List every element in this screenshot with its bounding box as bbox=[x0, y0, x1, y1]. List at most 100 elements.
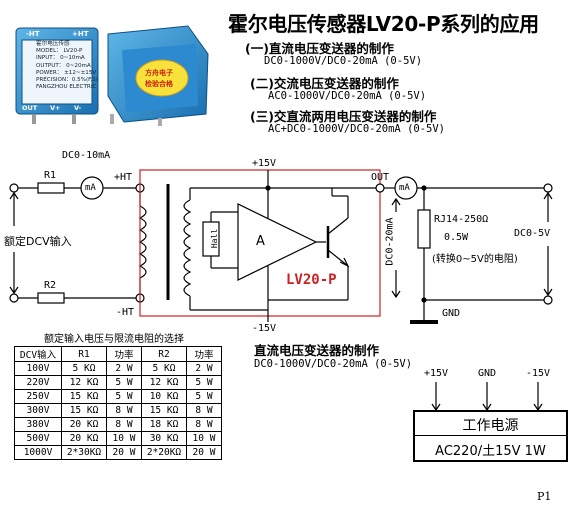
minus15-label: -15V bbox=[252, 323, 277, 334]
transmitter-heading: 直流电压变送器的制作 bbox=[254, 343, 380, 358]
resistor-r1 bbox=[37, 182, 65, 194]
ma-in-label: mA bbox=[85, 183, 96, 193]
section-2-spec: AC0-1000V/DC0-20mA (0-5V) bbox=[268, 90, 427, 102]
cell: 30 KΩ bbox=[141, 431, 187, 446]
cell: 8 W bbox=[186, 417, 222, 432]
cell: 12 KΩ bbox=[61, 375, 107, 390]
cell: 5 W bbox=[186, 389, 222, 404]
rj-label-3: (转换0~5V的电阻) bbox=[432, 254, 518, 265]
nameplate-line: OUTPUT： 0~20mA bbox=[36, 62, 91, 69]
plus-ht-label: +HT bbox=[114, 172, 133, 183]
product-top-left: -HT bbox=[26, 30, 40, 38]
cell: 20 W bbox=[186, 445, 222, 460]
cell: 15 KΩ bbox=[61, 403, 107, 418]
col-header: R2 bbox=[141, 346, 187, 362]
gnd-label: GND bbox=[442, 308, 461, 319]
section-3-spec: AC+DC0-1000V/DC0-20mA (0-5V) bbox=[268, 123, 446, 135]
seal-line-1: 方舟电子 bbox=[145, 69, 173, 77]
r1-label: R1 bbox=[44, 170, 57, 181]
cell: 8 W bbox=[186, 403, 222, 418]
out-label: OUT bbox=[371, 172, 390, 183]
nameplate-line: POWER： ±12~±15V bbox=[36, 69, 97, 76]
page-number: P1 bbox=[537, 490, 552, 503]
ma-out-label: mA bbox=[399, 183, 410, 193]
cell: 5 KΩ bbox=[61, 361, 107, 376]
resistor-r2 bbox=[37, 292, 65, 304]
terminal-in-bottom bbox=[9, 293, 19, 303]
seal-line-2: 检验合格 bbox=[145, 80, 173, 88]
cell: 380V bbox=[14, 417, 62, 432]
nameplate-line: 霍尔电压传感 bbox=[36, 41, 70, 47]
cell: 500V bbox=[14, 431, 62, 446]
rj-label-1: RJ14-250Ω bbox=[434, 214, 489, 225]
cell: 18 KΩ bbox=[141, 417, 187, 432]
product-bottom-out: OUT bbox=[22, 104, 38, 112]
nameplate-line: MODEL： LV20-P bbox=[36, 48, 83, 55]
power-supply-box: 工作电源 AC220/土15V 1W bbox=[413, 410, 568, 462]
cell: 8 W bbox=[106, 403, 142, 418]
rated-input-label: 额定DCV输入 bbox=[4, 235, 72, 248]
cell: 12 KΩ bbox=[141, 375, 187, 390]
col-header: 功率 bbox=[106, 346, 142, 362]
cell: 300V bbox=[14, 403, 62, 418]
section-1-spec: DC0-1000V/DC0-20mA (0-5V) bbox=[264, 55, 423, 67]
cell: 220V bbox=[14, 375, 62, 390]
cell: 2*30KΩ bbox=[61, 445, 107, 460]
product-bottom-vminus: V- bbox=[74, 104, 82, 112]
product-photo: -HT +HT 霍尔电压传感 MODEL： LV20-P INPUT： 0~10… bbox=[12, 14, 212, 126]
nameplate-line: FANGZHOU ELECTRIC bbox=[36, 84, 97, 91]
section-3-heading: (三)交直流两用电压变送器的制作 bbox=[250, 109, 437, 124]
product-nameplate: 霍尔电压传感 MODEL： LV20-P INPUT： 0~10mA OUTPU… bbox=[36, 41, 98, 91]
terminal-out bbox=[375, 183, 385, 193]
cell: 2*20KΩ bbox=[141, 445, 187, 460]
psu-plus15: +15V bbox=[424, 368, 449, 379]
nameplate-line: INPUT： 0~10mA bbox=[36, 55, 85, 62]
cell: 2 W bbox=[106, 361, 142, 376]
terminal-in-top bbox=[9, 183, 19, 193]
cell: 20 W bbox=[106, 445, 142, 460]
cell: 2 W bbox=[186, 361, 222, 376]
r2-label: R2 bbox=[44, 280, 57, 291]
cell: 5 W bbox=[186, 375, 222, 390]
cell: 5 KΩ bbox=[141, 361, 187, 376]
nameplate-line: PRECISION：0.5%(F.S) bbox=[36, 77, 98, 84]
psu-minus15: -15V bbox=[526, 368, 551, 379]
table-header-row: DCV输入 R1 功率 R2 功率 bbox=[14, 346, 222, 362]
cell: 20 KΩ bbox=[61, 417, 107, 432]
transmitter-spec: DC0-1000V/DC0-20mA (0-5V) bbox=[254, 358, 413, 370]
cell: 10 KΩ bbox=[141, 389, 187, 404]
product-bottom-vplus: V+ bbox=[50, 104, 61, 112]
cell: 15 KΩ bbox=[141, 403, 187, 418]
resistor-rj bbox=[417, 209, 431, 249]
hall-label: Hall bbox=[210, 228, 220, 249]
page-title: 霍尔电压传感器LV20-P系列的应用 bbox=[228, 12, 539, 36]
cell: 10 W bbox=[106, 431, 142, 446]
cell: 8 W bbox=[106, 417, 142, 432]
cell: 10 W bbox=[186, 431, 222, 446]
cell: 100V bbox=[14, 361, 62, 376]
psu-gnd: GND bbox=[478, 368, 497, 379]
dc020-label: DC0-20mA bbox=[384, 217, 396, 266]
sensor-module-box bbox=[139, 169, 381, 317]
plus15-label: +15V bbox=[252, 158, 277, 169]
psu-spec: AC220/土15V 1W bbox=[435, 444, 546, 459]
minus-ht-label: -HT bbox=[116, 307, 135, 318]
col-header: DCV输入 bbox=[14, 346, 62, 362]
dc05-label: DC0-5V bbox=[514, 228, 551, 239]
section-1-heading: (一)直流电压变送器的制作 bbox=[245, 41, 394, 56]
model-label: LV20-P bbox=[286, 272, 337, 288]
section-2-heading: (二)交流电压变送器的制作 bbox=[250, 76, 399, 91]
cell: 5 W bbox=[106, 375, 142, 390]
amplifier-symbol bbox=[237, 203, 318, 281]
cell: 20 KΩ bbox=[61, 431, 107, 446]
col-header: R1 bbox=[61, 346, 107, 362]
